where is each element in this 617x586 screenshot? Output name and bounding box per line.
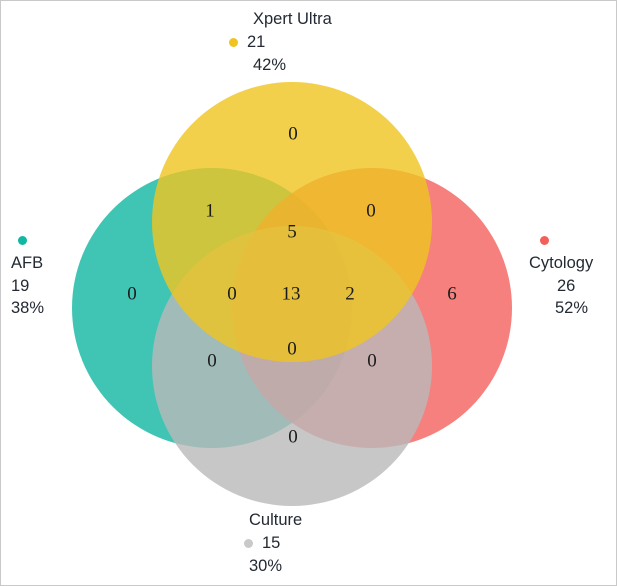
legend-culture-count: 15 xyxy=(262,533,281,552)
venn-circles-group xyxy=(72,82,512,506)
legend-xpert-ultra-count-row: 21 xyxy=(229,31,332,54)
venn-count-cytology-only: 6 xyxy=(447,283,457,304)
legend-afb-label: AFB xyxy=(11,253,44,272)
venn-count-afb-cytology-culture: 0 xyxy=(287,338,297,359)
legend-xpert-ultra: Xpert Ultra 21 42% xyxy=(229,8,332,76)
legend-xpert-ultra-label: Xpert Ultra xyxy=(253,10,332,28)
legend-culture: Culture 15 30% xyxy=(244,509,302,577)
venn-count-xpert-only: 0 xyxy=(288,123,298,144)
xpert-ultra-legend-dot xyxy=(229,37,238,47)
afb-legend-dot xyxy=(18,236,27,245)
legend-cytology-label: Cytology xyxy=(529,253,594,272)
venn-count-afb-xpert: 1 xyxy=(205,200,215,221)
venn-count-afb-xpert-cytology: 5 xyxy=(287,221,297,242)
legend-cytology-dot-row xyxy=(540,231,549,249)
cytology-legend-dot xyxy=(540,236,549,245)
legend-afb-count: 19 xyxy=(11,276,30,295)
venn-circle-xpert xyxy=(152,82,432,362)
culture-legend-dot xyxy=(244,538,253,548)
legend-afb-dot-row xyxy=(18,231,27,249)
venn-count-all-four: 13 xyxy=(282,283,301,304)
venn-count-culture-only: 0 xyxy=(288,426,298,447)
legend-afb: AFB 19 38% xyxy=(11,229,44,320)
legend-culture-percent: 30% xyxy=(249,556,283,575)
legend-xpert-ultra-percent: 42% xyxy=(253,55,287,74)
venn-region-counts-group: 0 0 6 0 1 0 0 0 5 0 2 0 13 xyxy=(127,123,457,447)
venn-count-afb-xpert-culture: 0 xyxy=(227,283,237,304)
legend-culture-label: Culture xyxy=(249,511,303,529)
legend-culture-count-row: 15 xyxy=(244,532,302,555)
legend-cytology-percent: 52% xyxy=(555,299,589,318)
legend-afb-percent: 38% xyxy=(11,299,45,318)
legend-cytology: Cytology 26 52% xyxy=(529,229,593,320)
venn-count-xpert-cytology: 0 xyxy=(366,200,376,221)
legend-xpert-ultra-count: 21 xyxy=(247,32,266,51)
venn-count-cytology-culture: 0 xyxy=(367,350,377,371)
legend-cytology-count: 26 xyxy=(557,276,576,295)
venn-count-xpert-cytology-culture: 2 xyxy=(345,283,355,304)
venn-count-afb-only: 0 xyxy=(127,283,137,304)
venn-count-afb-culture: 0 xyxy=(207,350,217,371)
